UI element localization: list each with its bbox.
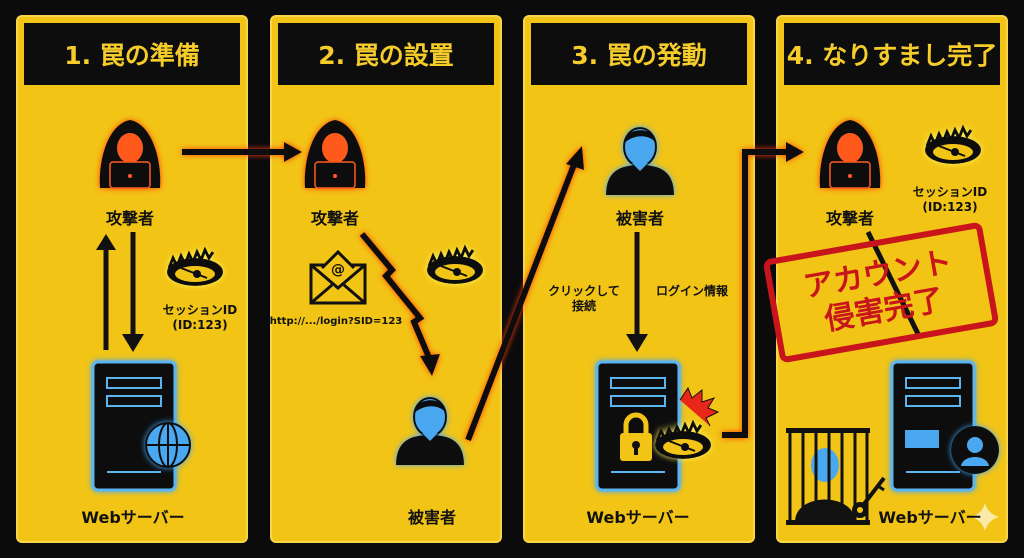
globe-icon [145, 422, 191, 468]
session-id-value: (ID:123) [172, 318, 228, 332]
server-label: Webサーバー [81, 508, 185, 527]
key-icon [852, 476, 886, 518]
arrow-attacker-to-step2 [182, 142, 302, 162]
bear-trap-icon [425, 246, 485, 286]
session-id-value: (ID:123) [922, 200, 978, 214]
panel-title: 1. 罠の準備 [24, 23, 240, 85]
victim-icon [395, 397, 465, 466]
attacker-label: 攻撃者 [310, 209, 360, 228]
bear-trap-icon [165, 248, 225, 288]
panel-title: 2. 罠の設置 [278, 23, 494, 85]
arrow-server-to-attacker [722, 142, 804, 438]
attack-flow-arrows [182, 142, 804, 442]
svg-text:@: @ [331, 262, 345, 278]
trap-url: http://.../login?SID=123 [269, 316, 403, 327]
lock-icon [620, 412, 652, 461]
attacker-icon [99, 119, 161, 189]
server-label: Webサーバー [586, 508, 690, 527]
arrow-down-access [865, 230, 923, 340]
panel-step-3: 3. 罠の発動 [523, 15, 755, 543]
click-line-1: クリックして [548, 284, 620, 298]
arrow-down-login [626, 232, 648, 352]
click-line-2: 接続 [571, 299, 597, 313]
user-profile-icon [951, 426, 999, 474]
server-icon [595, 360, 681, 492]
bear-trap-icon [923, 126, 983, 166]
victim-label: 被害者 [615, 209, 665, 228]
server-label: Webサーバー [878, 508, 982, 527]
sparkle-icon [971, 503, 999, 531]
attacker-icon [819, 119, 881, 189]
panel-title: 4. なりすまし完了 [784, 23, 1000, 85]
arrow-down [122, 232, 144, 352]
attacker-label: 攻撃者 [825, 209, 875, 228]
panel-title: 3. 罠の発動 [531, 23, 747, 85]
attacker-icon [304, 119, 366, 189]
victim-icon [605, 127, 675, 196]
attacker-label: 攻撃者 [105, 209, 155, 228]
session-id-label: セッションID(ID:123) [913, 185, 987, 215]
click-connect-label: クリックして接続 [548, 284, 620, 314]
id-card-icon [905, 430, 939, 448]
session-id-label: セッションID(ID:123) [163, 303, 237, 333]
session-id-text: セッションID [912, 185, 988, 199]
arrow-up [96, 234, 116, 350]
login-info-label: ログイン情報 [655, 284, 729, 298]
email-envelope-icon: @ [309, 249, 367, 305]
zigzag-arrow-to-victim [359, 232, 440, 376]
alert-burst-icon [679, 386, 720, 427]
victim-label: 被害者 [407, 508, 457, 527]
arrow-victim-to-step3 [465, 146, 584, 442]
session-id-text: セッションID [162, 303, 238, 317]
server-icon [890, 360, 976, 492]
